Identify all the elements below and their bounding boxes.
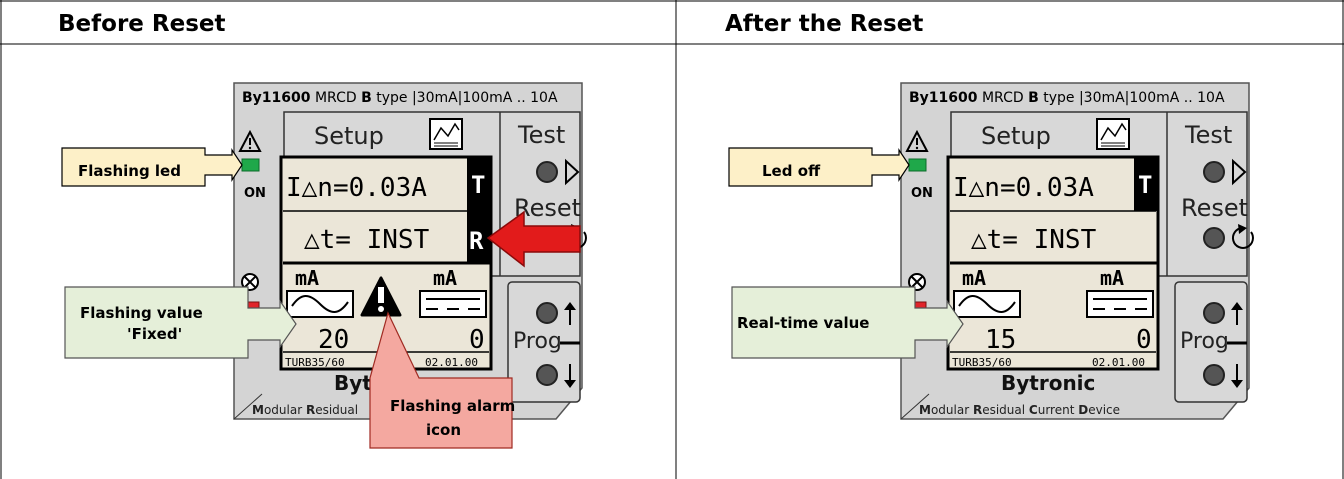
callout-flashing-led: Flashing led bbox=[61, 147, 243, 187]
setup-label: Setup bbox=[981, 122, 1051, 150]
reset-label: Reset bbox=[1181, 194, 1248, 222]
reset-pointer-arrow bbox=[486, 210, 581, 268]
panel-title-after: After the Reset bbox=[725, 11, 923, 37]
setup-label: Setup bbox=[314, 122, 384, 150]
prog-up-button[interactable] bbox=[536, 302, 576, 325]
reset-label: Reset bbox=[514, 194, 581, 222]
value-right: 0 bbox=[469, 325, 485, 355]
lcd-side-t: T bbox=[1138, 171, 1152, 199]
led-green bbox=[908, 158, 927, 172]
prog-down-button[interactable] bbox=[536, 364, 576, 388]
play-icon bbox=[565, 158, 580, 186]
model-label: By11600 MRCD B type |30mA|100mA .. 10A bbox=[242, 90, 558, 106]
prog-label: Prog bbox=[1180, 329, 1229, 354]
prog-up-button[interactable] bbox=[1203, 302, 1243, 325]
lcd-line-1: I△n=0.03A bbox=[953, 173, 1094, 203]
on-label: ON bbox=[244, 186, 266, 201]
footer-right: 02.01.00 bbox=[1092, 356, 1145, 369]
value-right: 0 bbox=[1136, 325, 1152, 355]
chart-icon[interactable] bbox=[1096, 118, 1130, 150]
svg-text:'Fixed': 'Fixed' bbox=[127, 325, 182, 343]
on-label: ON bbox=[911, 186, 933, 201]
play-icon bbox=[1232, 158, 1247, 186]
warning-icon bbox=[238, 129, 262, 152]
svg-text:icon: icon bbox=[426, 421, 461, 439]
test-button[interactable] bbox=[536, 158, 580, 186]
dc-wave-icon bbox=[419, 290, 487, 318]
device-before: By11600 MRCD B type |30mA|100mA .. 10A S… bbox=[233, 82, 587, 420]
footer-left: TURB35/60 bbox=[285, 356, 345, 369]
brand-label: Bytronic bbox=[1001, 371, 1095, 395]
lcd-screen: I△n=0.03A △t= INST T mA mA 15 0 TURB35/6… bbox=[946, 155, 1160, 371]
svg-text:Real-time value: Real-time value bbox=[737, 314, 869, 332]
warning-icon bbox=[905, 129, 929, 152]
svg-text:Flashing led: Flashing led bbox=[78, 162, 181, 180]
unit-left: mA bbox=[962, 266, 986, 290]
arrow-down-icon bbox=[1231, 380, 1243, 388]
test-label: Test bbox=[517, 121, 565, 149]
reset-button[interactable] bbox=[1203, 224, 1254, 249]
value-left: 20 bbox=[318, 325, 349, 355]
unit-right: mA bbox=[1100, 266, 1124, 290]
tagline: Modular Residual Current Device bbox=[919, 403, 1120, 417]
chart-icon[interactable] bbox=[429, 118, 463, 150]
footer-left: TURB35/60 bbox=[952, 356, 1012, 369]
tagline: Modular Residual bbox=[252, 403, 358, 417]
dc-wave-icon bbox=[1086, 290, 1154, 318]
arrow-down-icon bbox=[564, 380, 576, 388]
ac-wave-icon bbox=[953, 290, 1021, 318]
callout-flashing-value: Flashing value 'Fixed' bbox=[64, 286, 297, 359]
arrow-up-icon bbox=[564, 302, 576, 310]
lcd-side-t: T bbox=[471, 171, 485, 199]
footer-right: 02.01.00 bbox=[425, 356, 478, 369]
x-circle-icon bbox=[908, 273, 926, 291]
callout-real-time-value: Real-time value bbox=[731, 286, 964, 359]
device-after: By11600 MRCD B type |30mA|100mA .. 10A S… bbox=[900, 82, 1254, 420]
lcd-side-r: R bbox=[469, 227, 484, 255]
alarm-icon bbox=[360, 276, 402, 317]
prog-down-button[interactable] bbox=[1203, 364, 1243, 388]
unit-right: mA bbox=[433, 266, 457, 290]
lcd-line-2: △t= INST bbox=[304, 225, 430, 255]
lcd-line-2: △t= INST bbox=[971, 225, 1097, 255]
ac-wave-icon bbox=[286, 290, 354, 318]
x-circle-icon bbox=[241, 273, 259, 291]
callout-led-off: Led off bbox=[728, 147, 910, 187]
test-label: Test bbox=[1184, 121, 1232, 149]
svg-text:Flashing value: Flashing value bbox=[80, 304, 203, 322]
prog-label: Prog bbox=[513, 329, 562, 354]
value-left: 15 bbox=[985, 325, 1016, 355]
svg-text:Led off: Led off bbox=[762, 162, 821, 180]
arrow-up-icon bbox=[1231, 302, 1243, 310]
test-button[interactable] bbox=[1203, 158, 1247, 186]
lcd-line-1: I△n=0.03A bbox=[286, 173, 427, 203]
reset-icon bbox=[1232, 227, 1254, 249]
led-green bbox=[241, 158, 260, 172]
model-label: By11600 MRCD B type |30mA|100mA .. 10A bbox=[909, 90, 1225, 106]
callout-flashing-alarm: Flashing alarm icon bbox=[369, 311, 515, 449]
svg-text:Flashing alarm: Flashing alarm bbox=[390, 397, 515, 415]
unit-left: mA bbox=[295, 266, 319, 290]
panel-title-before: Before Reset bbox=[58, 11, 225, 37]
